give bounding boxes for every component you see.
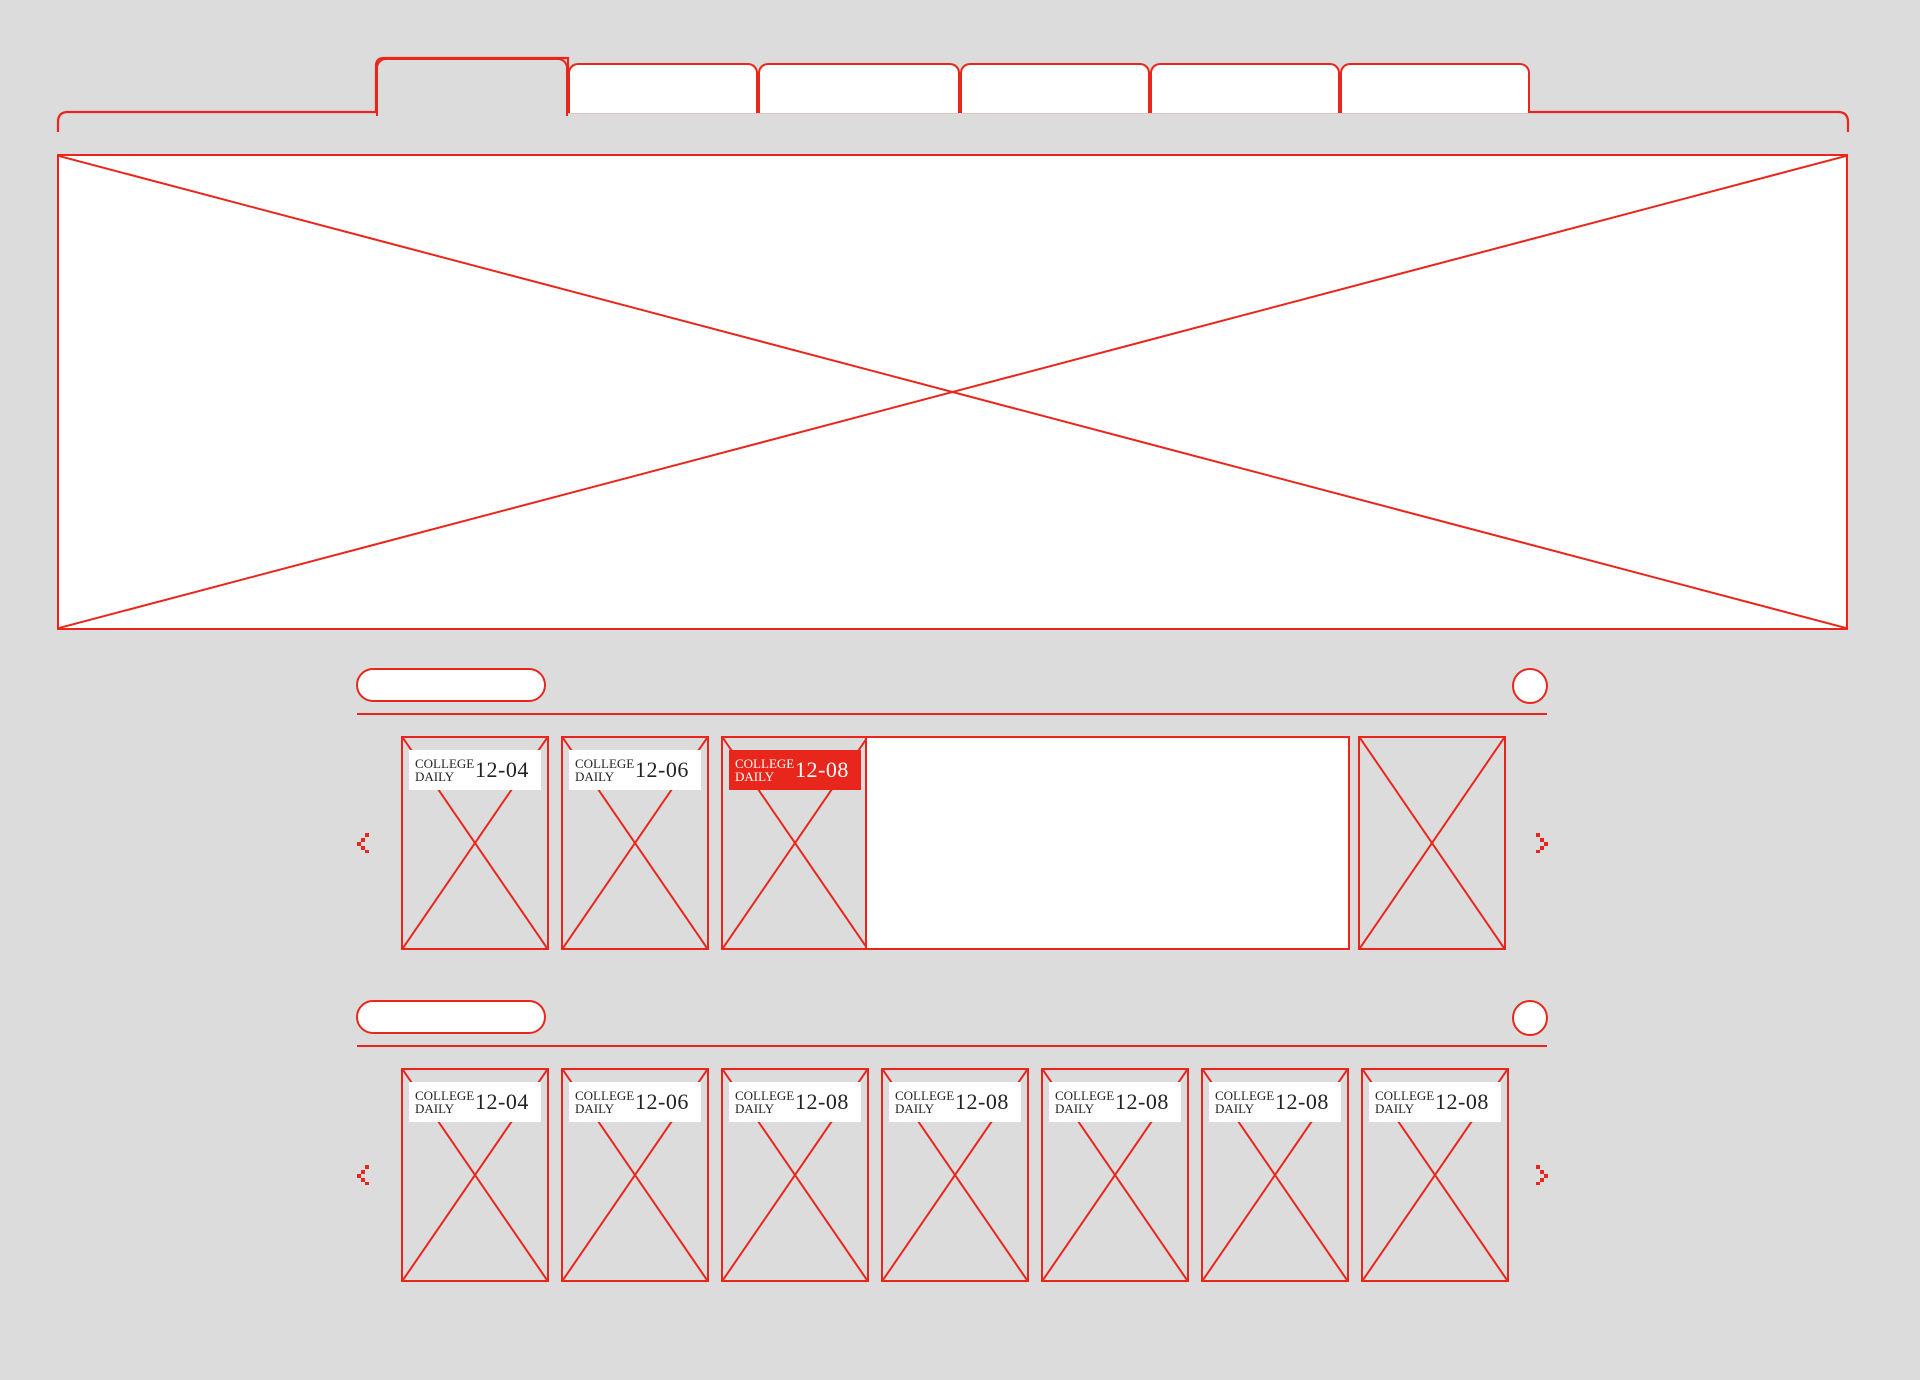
section-2-title <box>356 1000 546 1034</box>
hero-banner[interactable] <box>57 154 1848 630</box>
card-brand: COLLEGE DAILY <box>895 1088 955 1116</box>
card-date: 12-06 <box>635 1089 689 1114</box>
card-brand: COLLEGE DAILY <box>735 1088 795 1116</box>
card-brand: COLLEGE DAILY <box>735 756 795 784</box>
tab-2[interactable] <box>758 63 960 113</box>
card-brand: COLLEGE DAILY <box>575 756 635 784</box>
image-placeholder-icon <box>59 156 1846 628</box>
section-2-divider <box>357 1045 1547 1047</box>
image-placeholder-icon <box>1360 738 1504 948</box>
section-1-divider <box>357 713 1547 715</box>
card-date: 12-08 <box>1435 1089 1489 1114</box>
card-date: 12-08 <box>955 1089 1009 1114</box>
chevron-left-icon <box>357 1165 369 1185</box>
tab-1[interactable] <box>568 63 758 113</box>
tab-5[interactable] <box>1340 63 1530 113</box>
card-date: 12-06 <box>635 757 689 782</box>
section-1-more-button[interactable] <box>1512 668 1548 704</box>
card-brand: COLLEGE DAILY <box>1055 1088 1115 1116</box>
row1-prev-button[interactable] <box>356 831 372 853</box>
row2-next-button[interactable] <box>1533 1163 1549 1185</box>
card-date: 12-04 <box>475 757 529 782</box>
chevron-right-icon <box>1536 1165 1548 1185</box>
card-date: 12-08 <box>795 757 849 782</box>
row1-expanded-preview[interactable] <box>865 736 1350 950</box>
card-date: 12-08 <box>1275 1089 1329 1114</box>
tab-home[interactable] <box>376 58 568 116</box>
tab-3[interactable] <box>960 63 1150 113</box>
row1-next-button[interactable] <box>1533 831 1549 853</box>
card-brand: COLLEGE DAILY <box>415 756 475 784</box>
section-1-title <box>356 668 546 702</box>
card-brand: COLLEGE DAILY <box>1375 1088 1435 1116</box>
card-date: 12-08 <box>795 1089 849 1114</box>
section-2-more-button[interactable] <box>1512 1000 1548 1036</box>
card-brand: COLLEGE DAILY <box>1215 1088 1275 1116</box>
row2-prev-button[interactable] <box>356 1163 372 1185</box>
card-date: 12-08 <box>1115 1089 1169 1114</box>
card-date: 12-04 <box>475 1089 529 1114</box>
row1-extra-card[interactable] <box>1358 736 1506 950</box>
card-brand: COLLEGE DAILY <box>415 1088 475 1116</box>
tab-4[interactable] <box>1150 63 1340 113</box>
card-brand: COLLEGE DAILY <box>575 1088 635 1116</box>
chevron-left-icon <box>357 833 369 853</box>
chevron-right-icon <box>1536 833 1548 853</box>
